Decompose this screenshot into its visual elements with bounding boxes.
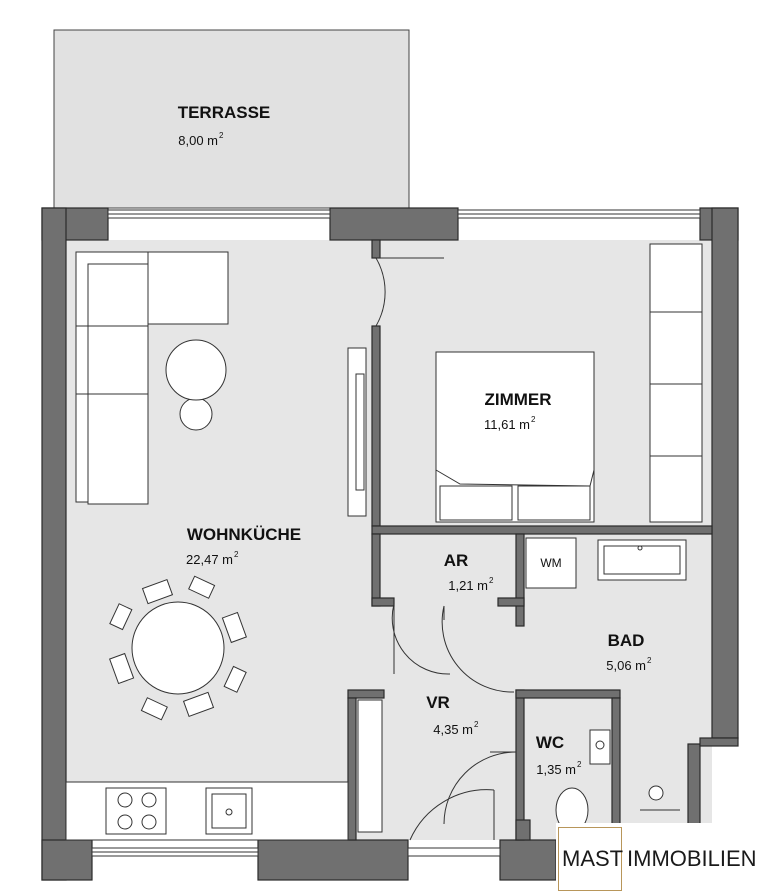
terrace-area: [53, 29, 410, 209]
tv-unit: [347, 347, 367, 517]
washing-machine: [525, 537, 577, 589]
outer-walls: [41, 207, 739, 881]
brand-logo: MAST IMMOBILIEN: [556, 823, 780, 894]
room-area-exp-wc: 2: [577, 760, 582, 769]
room-name-ar: AR: [444, 551, 469, 570]
room-area-exp-vr: 2: [474, 720, 479, 729]
room-area-ar: 1,21 m: [448, 578, 488, 593]
room-name-wc: WC: [536, 733, 564, 752]
room-area-exp-zimmer: 2: [531, 415, 536, 424]
room-area-exp-bad: 2: [647, 656, 652, 665]
dining-set: [109, 575, 247, 721]
room-area-exp-terrasse: 2: [219, 131, 224, 140]
shower: [640, 785, 680, 811]
room-area-exp-wohnkueche: 2: [234, 550, 239, 559]
room-name-bad: BAD: [608, 631, 645, 650]
stove-icon: [105, 787, 167, 835]
washing-machine-label: WM: [540, 556, 561, 570]
windows: [91, 209, 701, 857]
side-tables: [165, 339, 227, 431]
bedroom-wardrobe: [649, 243, 703, 523]
room-area-vr: 4,35 m: [433, 722, 473, 737]
logo-immobilien-text: IMMOBILIEN: [627, 846, 757, 871]
room-area-bad: 5,06 m: [606, 658, 646, 673]
room-name-wohnkueche: WOHNKÜCHE: [187, 525, 301, 544]
room-name-zimmer: ZIMMER: [484, 390, 551, 409]
bath-sink: [597, 539, 687, 581]
logo-frame: [558, 827, 622, 891]
kitchen-counter: [65, 781, 349, 841]
sink-icon: [205, 787, 253, 835]
doors: [375, 257, 517, 841]
room-labels: TERRASSE 8,00 m 2 WOHNKÜCHE 22,47 m 2 ZI…: [178, 103, 652, 777]
hall-wardrobe: [357, 699, 383, 833]
interior-walls: [347, 239, 713, 841]
room-area-wohnkueche: 22,47 m: [186, 552, 233, 567]
logo-mast-text: MAST: [562, 846, 624, 871]
bed: [435, 351, 595, 523]
sofa: [75, 251, 229, 505]
room-name-terrasse: TERRASSE: [178, 103, 271, 122]
room-area-wc: 1,35 m: [536, 762, 576, 777]
room-name-vr: VR: [426, 693, 450, 712]
room-area-terrasse: 8,00 m: [178, 133, 218, 148]
room-area-zimmer: 11,61 m: [484, 417, 530, 432]
room-area-exp-ar: 2: [489, 576, 494, 585]
